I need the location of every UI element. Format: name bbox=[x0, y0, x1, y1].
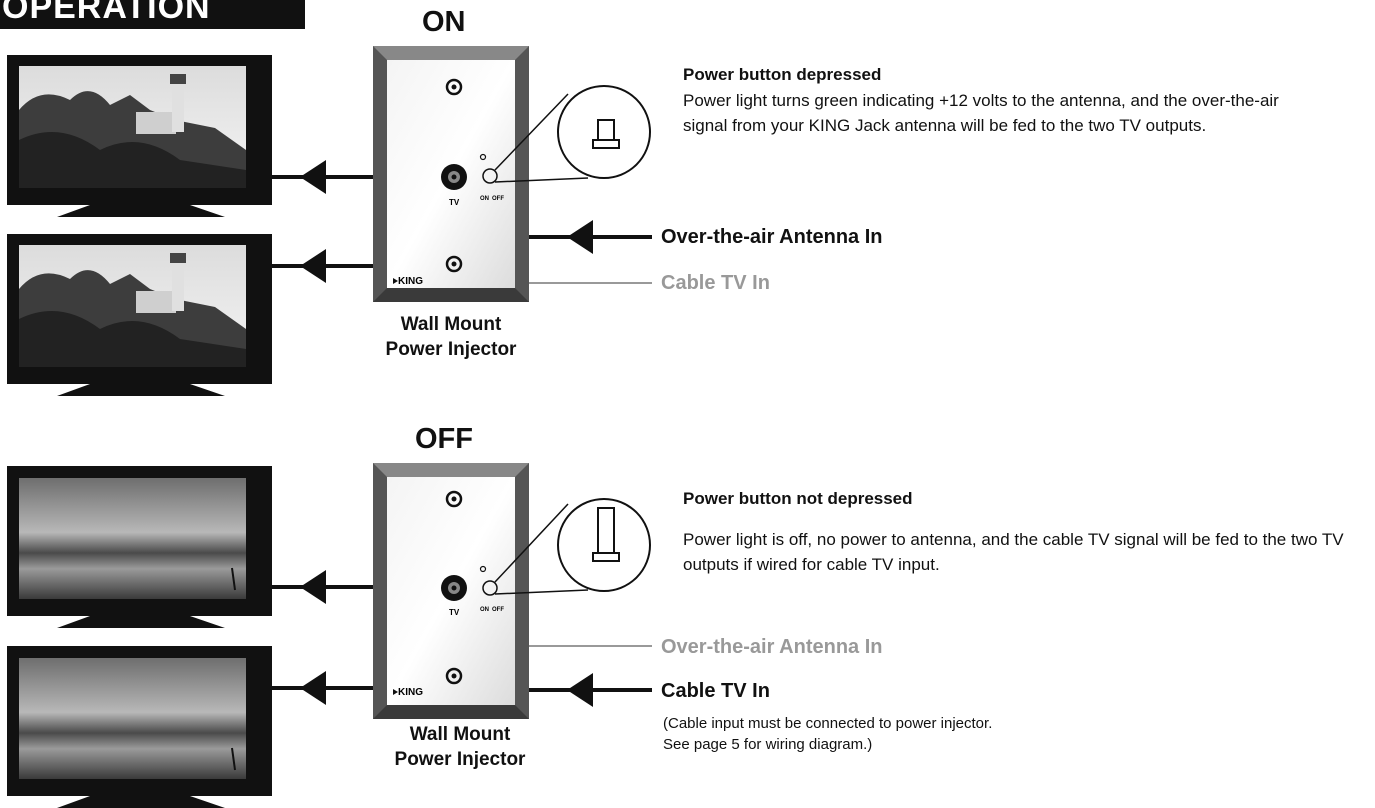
king-logo-icon bbox=[393, 689, 398, 695]
mount-label-off: Wall Mount Power Injector bbox=[360, 722, 560, 772]
mount-label-line1: Wall Mount bbox=[400, 314, 502, 335]
wall-plate: TV ON OFF KING bbox=[373, 46, 529, 302]
mount-label-on: Wall Mount Power Injector bbox=[351, 312, 551, 362]
tv-monitor-bottom bbox=[7, 646, 272, 808]
mount-label-line2: Power Injector bbox=[394, 749, 526, 770]
wall-plate: TV ON OFF KING bbox=[373, 463, 529, 719]
raised-button-icon bbox=[597, 507, 615, 554]
screw-icon bbox=[445, 490, 463, 508]
description-title-off: Power button not depressed bbox=[683, 489, 913, 508]
cable-input-arrow bbox=[567, 673, 593, 707]
off-panel: TV ON OFF KING bbox=[7, 463, 652, 808]
description-body-off: Power light is off, no power to antenna,… bbox=[683, 530, 1344, 574]
power-light-icon bbox=[479, 565, 487, 573]
plate-brand: KING bbox=[398, 687, 423, 698]
screw-icon bbox=[445, 667, 463, 685]
state-label-off: OFF bbox=[415, 423, 473, 455]
power-light-icon bbox=[479, 153, 487, 161]
tv-monitor-top bbox=[7, 466, 272, 628]
plate-on-label: ON bbox=[480, 607, 489, 613]
description-body-on: Power light turns green indicating +12 v… bbox=[683, 91, 1279, 135]
screw-icon bbox=[445, 78, 463, 96]
button-zoom-callout bbox=[494, 85, 651, 183]
note-line1: (Cable input must be connected to power … bbox=[663, 715, 993, 732]
plate-off-label: OFF bbox=[492, 196, 504, 202]
on-panel: TV ON OFF KING bbox=[7, 46, 652, 396]
plate-tv-label: TV bbox=[449, 198, 460, 207]
power-button-icon bbox=[482, 580, 498, 596]
output-arrow-2 bbox=[300, 249, 326, 283]
cable-wiring-note: (Cable input must be connected to power … bbox=[663, 713, 992, 755]
section-header-tab: OPERATION bbox=[0, 0, 305, 29]
output-arrow-2 bbox=[300, 671, 326, 705]
power-button-icon bbox=[482, 168, 498, 184]
description-title-on: Power button depressed bbox=[683, 65, 882, 84]
note-line2: See page 5 for wiring diagram.) bbox=[663, 736, 873, 753]
input-label-antenna-on: Over-the-air Antenna In bbox=[661, 226, 883, 248]
state-label-on: ON bbox=[422, 6, 466, 38]
output-arrow-1 bbox=[300, 160, 326, 194]
depressed-button-icon bbox=[597, 119, 615, 141]
king-logo-icon bbox=[393, 278, 398, 284]
tv-monitor-top bbox=[7, 55, 272, 217]
output-arrow-1 bbox=[300, 570, 326, 604]
button-zoom-callout bbox=[494, 498, 651, 595]
input-label-cable-on: Cable TV In bbox=[661, 272, 770, 294]
antenna-input-arrow bbox=[567, 220, 593, 254]
mount-label-line1: Wall Mount bbox=[409, 724, 511, 745]
plate-tv-label: TV bbox=[449, 608, 460, 617]
tv-monitor-bottom bbox=[7, 234, 272, 396]
mount-label-line2: Power Injector bbox=[385, 339, 517, 360]
input-label-antenna-off: Over-the-air Antenna In bbox=[661, 636, 883, 658]
plate-off-label: OFF bbox=[492, 607, 504, 613]
input-label-cable-off: Cable TV In bbox=[661, 680, 770, 702]
section-header-title: OPERATION bbox=[2, 0, 211, 26]
screw-icon bbox=[445, 255, 463, 273]
plate-on-label: ON bbox=[480, 196, 489, 202]
plate-brand: KING bbox=[398, 276, 423, 287]
